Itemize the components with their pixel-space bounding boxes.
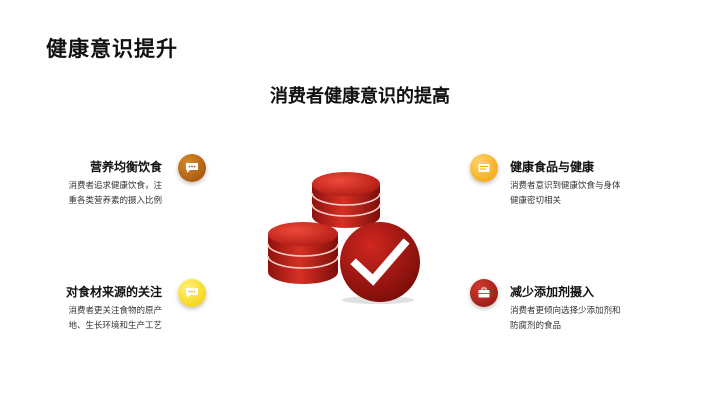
point-desc-line: 消费者更关注食物的原产 xyxy=(68,306,162,316)
document-icon xyxy=(470,154,498,182)
briefcase-icon xyxy=(470,279,498,307)
coin-stack-front xyxy=(267,222,339,284)
point-ingredient-source: 对食材来源的关注 消费者更关注食物的原产 地、生长环境和生产工艺 xyxy=(0,284,162,334)
point-title: 营养均衡饮食 xyxy=(89,160,162,174)
point-title: 健康食品与健康 xyxy=(510,160,595,174)
point-desc-line: 健康密切相关 xyxy=(510,196,562,206)
point-desc-line: 消费者意识到健康饮食与身体 xyxy=(510,181,621,191)
point-description: 消费者意识到健康饮食与身体 健康密切相关 xyxy=(510,179,710,209)
point-desc-line: 重各类营养素的摄入比例 xyxy=(68,196,162,206)
point-description: 消费者更倾向选择少添加剂和 防腐剂的食品 xyxy=(510,304,710,334)
point-title: 对食材来源的关注 xyxy=(65,285,162,299)
section-heading: 消费者健康意识的提高 xyxy=(270,86,450,107)
point-desc-line: 消费者追求健康饮食，注 xyxy=(68,181,162,191)
chat-bubble-icon xyxy=(178,279,206,307)
slide-title: 健康意识提升 xyxy=(46,37,178,61)
point-healthy-food: 健康食品与健康 消费者意识到健康饮食与身体 健康密切相关 xyxy=(510,159,710,209)
point-description: 消费者更关注食物的原产 地、生长环境和生产工艺 xyxy=(0,304,162,334)
point-title: 减少添加剂摄入 xyxy=(510,285,595,299)
checkmark-badge xyxy=(340,222,420,304)
point-desc-line: 地、生长环境和生产工艺 xyxy=(68,321,162,331)
point-description: 消费者追求健康饮食，注 重各类营养素的摄入比例 xyxy=(0,179,162,209)
point-reduce-additives: 减少添加剂摄入 消费者更倾向选择少添加剂和 防腐剂的食品 xyxy=(510,284,710,334)
coin-stack-back xyxy=(311,172,381,228)
coins-checkmark-illustration xyxy=(267,172,420,304)
chat-bubble-icon xyxy=(178,154,206,182)
point-balanced-diet: 营养均衡饮食 消费者追求健康饮食，注 重各类营养素的摄入比例 xyxy=(0,159,162,209)
point-desc-line: 防腐剂的食品 xyxy=(510,321,562,331)
point-desc-line: 消费者更倾向选择少添加剂和 xyxy=(510,306,621,316)
